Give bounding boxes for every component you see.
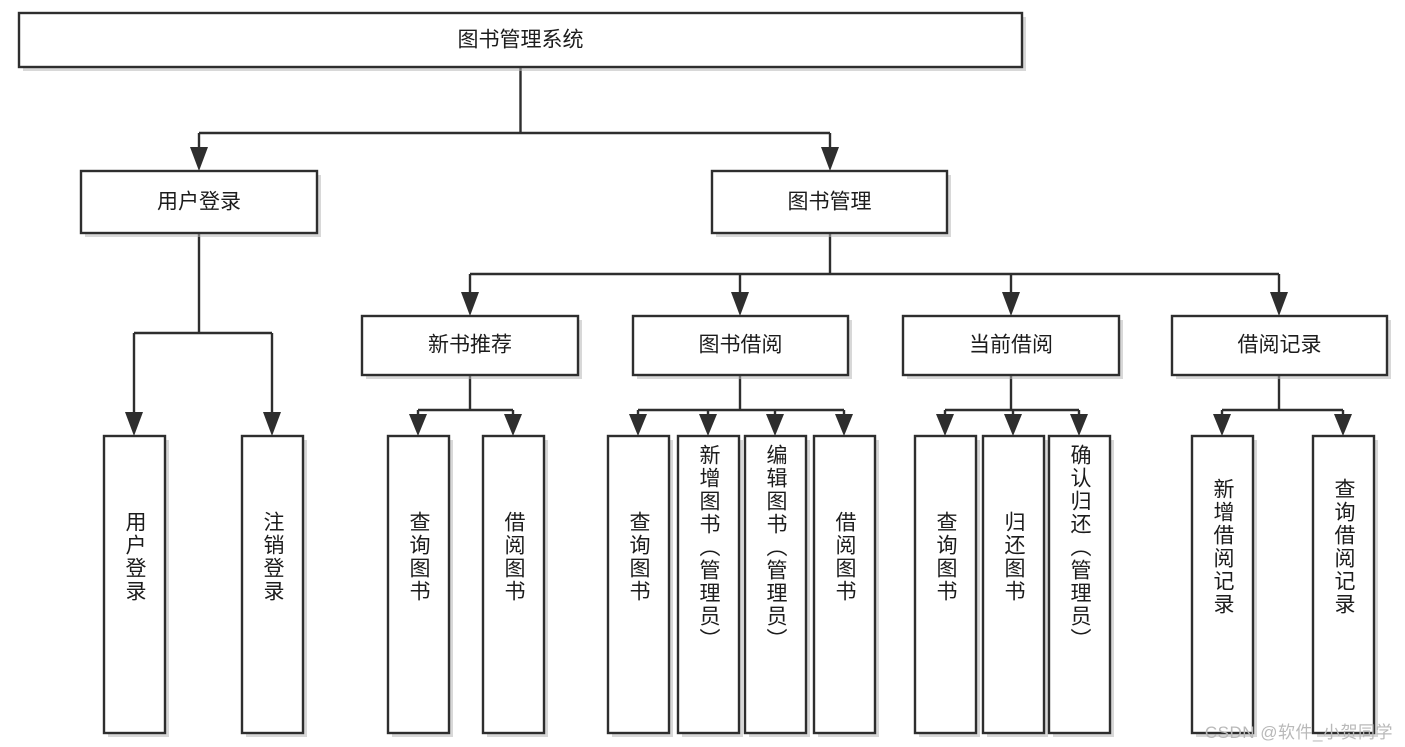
node-book-manage-label: 图书管理 bbox=[788, 191, 872, 214]
node-borrow-record[interactable]: 借阅记录 bbox=[1170, 314, 1391, 379]
arrow-to-current-borrow bbox=[1002, 292, 1020, 316]
arrow-to-leaf-borrow-book-2 bbox=[835, 414, 853, 436]
node-new-book-recommend-label: 新书推荐 bbox=[428, 334, 512, 357]
connector-group-book-borrow-to-leaves bbox=[629, 375, 853, 436]
arrow-to-leaf-add-book bbox=[699, 414, 717, 436]
arrow-to-leaf-query-book-1 bbox=[409, 414, 427, 436]
node-leaf-add-book[interactable] bbox=[676, 434, 743, 737]
node-leaf-edit-book[interactable] bbox=[743, 434, 810, 737]
node-new-book-recommend[interactable]: 新书推荐 bbox=[360, 314, 582, 379]
arrow-to-book-borrow bbox=[731, 292, 749, 316]
node-leaf-query-book-1[interactable] bbox=[386, 434, 453, 737]
arrow-to-leaf-user-login bbox=[125, 412, 143, 436]
connector-group-current-borrow-to-leaves bbox=[936, 375, 1088, 436]
connector-group-user-login-to-leaves bbox=[125, 233, 281, 436]
node-leaf-query-record[interactable] bbox=[1311, 434, 1378, 737]
arrow-to-leaf-add-record bbox=[1213, 414, 1231, 436]
arrow-to-user-login bbox=[190, 147, 208, 171]
node-leaf-query-book-3[interactable] bbox=[913, 434, 980, 737]
connector-group-borrow-record-to-leaves bbox=[1213, 375, 1352, 436]
node-leaf-user-login[interactable] bbox=[102, 434, 169, 737]
node-leaf-return-book[interactable] bbox=[981, 434, 1048, 737]
arrow-to-new-book-recommend bbox=[461, 292, 479, 316]
node-leaf-borrow-book-2[interactable] bbox=[812, 434, 879, 737]
arrow-to-leaf-user-logout bbox=[263, 412, 281, 436]
node-book-borrow[interactable]: 图书借阅 bbox=[631, 314, 852, 379]
arrow-to-leaf-borrow-book-1 bbox=[504, 414, 522, 436]
arrow-to-leaf-query-book-2 bbox=[629, 414, 647, 436]
leaf-boxes bbox=[102, 434, 1378, 737]
arrow-to-leaf-query-record bbox=[1334, 414, 1352, 436]
arrow-to-leaf-return-book bbox=[1004, 414, 1022, 436]
node-leaf-borrow-book-1[interactable] bbox=[481, 434, 548, 737]
node-book-manage[interactable]: 图书管理 bbox=[710, 169, 951, 237]
connector-group-root-to-level2 bbox=[190, 67, 839, 171]
arrow-to-leaf-query-book-3 bbox=[936, 414, 954, 436]
arrow-to-leaf-confirm-return bbox=[1070, 414, 1088, 436]
node-user-login-label: 用户登录 bbox=[157, 191, 241, 214]
node-book-borrow-label: 图书借阅 bbox=[699, 334, 783, 357]
connector-group-new-book-recommend-to-leaves bbox=[409, 375, 522, 436]
node-borrow-record-label: 借阅记录 bbox=[1238, 334, 1322, 357]
arrow-to-leaf-edit-book bbox=[766, 414, 784, 436]
connector-group-book-manage-to-level3 bbox=[461, 233, 1288, 316]
node-leaf-confirm-return[interactable] bbox=[1047, 434, 1114, 737]
arrow-to-book-manage bbox=[821, 147, 839, 171]
node-root[interactable]: 图书管理系统 bbox=[17, 11, 1026, 71]
node-leaf-query-book-2[interactable] bbox=[606, 434, 673, 737]
arrow-to-borrow-record bbox=[1270, 292, 1288, 316]
node-leaf-add-record[interactable] bbox=[1190, 434, 1257, 737]
node-user-login[interactable]: 用户登录 bbox=[79, 169, 321, 237]
node-current-borrow[interactable]: 当前借阅 bbox=[901, 314, 1123, 379]
node-root-label: 图书管理系统 bbox=[458, 29, 584, 52]
node-current-borrow-label: 当前借阅 bbox=[969, 334, 1053, 357]
node-leaf-user-logout[interactable] bbox=[240, 434, 307, 737]
